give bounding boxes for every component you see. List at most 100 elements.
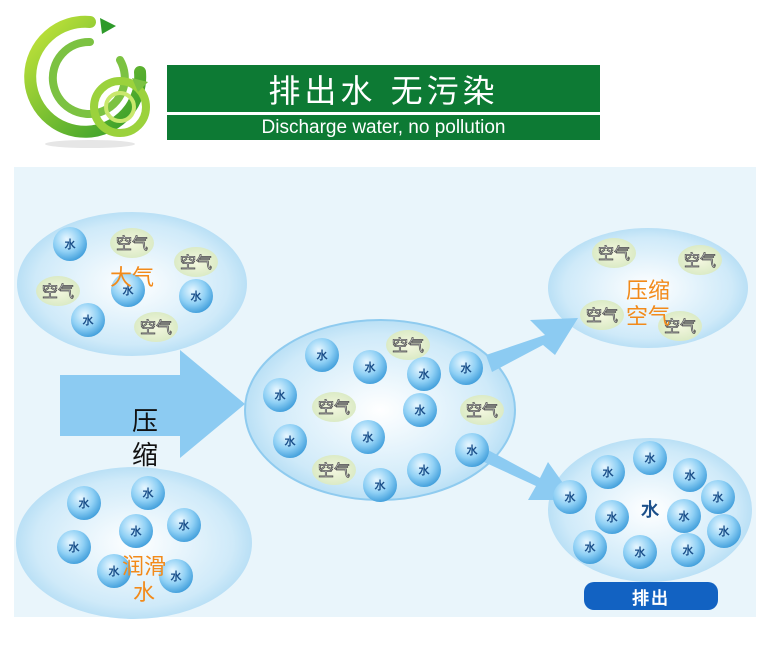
water-token-label: 水 [109, 564, 121, 578]
water-bubble [407, 357, 441, 391]
water-token-label: 水 [171, 569, 183, 583]
water-bubble [159, 559, 193, 593]
compress-arrow-icon [60, 350, 245, 458]
air-token-label: 空气 [392, 336, 424, 355]
water-bubble [591, 455, 625, 489]
air-token-label: 空气 [318, 398, 350, 417]
page-title-cn: 排出水 无污染 [167, 65, 600, 112]
atmosphere-label: 大气 [110, 266, 155, 291]
water-bubble [553, 480, 587, 514]
water-token-label: 水 [123, 283, 135, 297]
water-token-label: 水 [131, 524, 143, 538]
water-bubble [97, 554, 131, 588]
water-token-label: 水 [565, 490, 577, 504]
water-token-label: 水 [467, 443, 479, 457]
water-token-label: 水 [419, 463, 431, 477]
discharged-water-label: 水 [641, 499, 660, 521]
water-bubble [53, 227, 87, 261]
water-token-label: 水 [179, 518, 191, 532]
water-bubble [273, 424, 307, 458]
water-token-label: 水 [683, 543, 695, 557]
air-token-label: 空气 [598, 244, 630, 263]
water-token-label: 水 [285, 434, 297, 448]
water-bubble [701, 480, 735, 514]
air-blob [134, 312, 178, 342]
water-bubble [57, 530, 91, 564]
water-token-label: 水 [635, 545, 647, 559]
water-bubble [351, 420, 385, 454]
water-bubble [305, 338, 339, 372]
air-token-label: 空气 [180, 253, 212, 272]
water-token-label: 水 [679, 509, 691, 523]
water-token-label: 水 [317, 348, 329, 362]
water-token-label: 水 [645, 451, 657, 465]
water-bubble [673, 458, 707, 492]
water-token-label: 水 [275, 388, 287, 402]
water-token-label: 水 [713, 490, 725, 504]
water-bubble [131, 476, 165, 510]
air-blob [36, 276, 80, 306]
water-token-label: 水 [719, 524, 731, 538]
water-token-label: 水 [415, 403, 427, 417]
water-bubble [595, 500, 629, 534]
compress-label: 压缩 [131, 407, 158, 471]
water-token-label: 水 [461, 361, 473, 375]
water-token-label: 水 [79, 496, 91, 510]
tokens: 空气空气空气空气空气空气空气空气空气空气空气空气水水水水水水水水水水水水水水水水… [36, 227, 741, 593]
water-bubble [707, 514, 741, 548]
water-token-label: 水 [419, 367, 431, 381]
arrow-down-right-icon [484, 450, 575, 500]
water-bubble [363, 468, 397, 502]
air-blob [312, 455, 356, 485]
water-bubble [67, 486, 101, 520]
air-token-label: 空气 [318, 461, 350, 480]
water-bubble [71, 303, 105, 337]
water-token-label: 水 [83, 313, 95, 327]
water-bubble [353, 350, 387, 384]
air-blob [110, 228, 154, 258]
water-token-label: 水 [607, 510, 619, 524]
air-blob [678, 245, 722, 275]
water-token-label: 水 [69, 540, 81, 554]
page-subtitle-en: Discharge water, no pollution [167, 112, 600, 140]
water-bubble [671, 533, 705, 567]
water-bubble [407, 453, 441, 487]
air-blob [174, 247, 218, 277]
water-token-label: 水 [685, 468, 697, 482]
water-bubble [111, 273, 145, 307]
air-token-label: 空气 [684, 251, 716, 270]
water-bubble [455, 433, 489, 467]
water-token-label: 水 [363, 430, 375, 444]
air-token-label: 空气 [586, 306, 618, 325]
air-token-label: 空气 [140, 318, 172, 337]
water-token-label: 水 [585, 540, 597, 554]
air-token-label: 空气 [664, 317, 696, 336]
arrow-up-right-icon [486, 318, 578, 372]
compressed-air-label: 压缩空气 [626, 279, 671, 330]
air-blob [592, 238, 636, 268]
air-token-label: 空气 [116, 234, 148, 253]
water-bubble [667, 499, 701, 533]
water-token-label: 水 [603, 465, 615, 479]
air-blob [312, 392, 356, 422]
water-bubble [633, 441, 667, 475]
water-bubble [167, 508, 201, 542]
air-blob [658, 311, 702, 341]
water-bubble [403, 393, 437, 427]
discharge-button[interactable]: 排出 [584, 582, 718, 610]
air-blob [460, 395, 504, 425]
water-token-label: 水 [375, 478, 387, 492]
water-bubble [119, 514, 153, 548]
water-bubble [263, 378, 297, 412]
water-token-label: 水 [365, 360, 377, 374]
air-blob [386, 330, 430, 360]
air-token-label: 空气 [42, 282, 74, 301]
water-bubble [573, 530, 607, 564]
water-bubble [179, 279, 213, 313]
lubricating-water-label: 润滑水 [121, 555, 166, 606]
water-token-label: 水 [65, 237, 77, 251]
air-token-label: 空气 [466, 401, 498, 420]
water-token-label: 水 [191, 289, 203, 303]
water-bubble [623, 535, 657, 569]
